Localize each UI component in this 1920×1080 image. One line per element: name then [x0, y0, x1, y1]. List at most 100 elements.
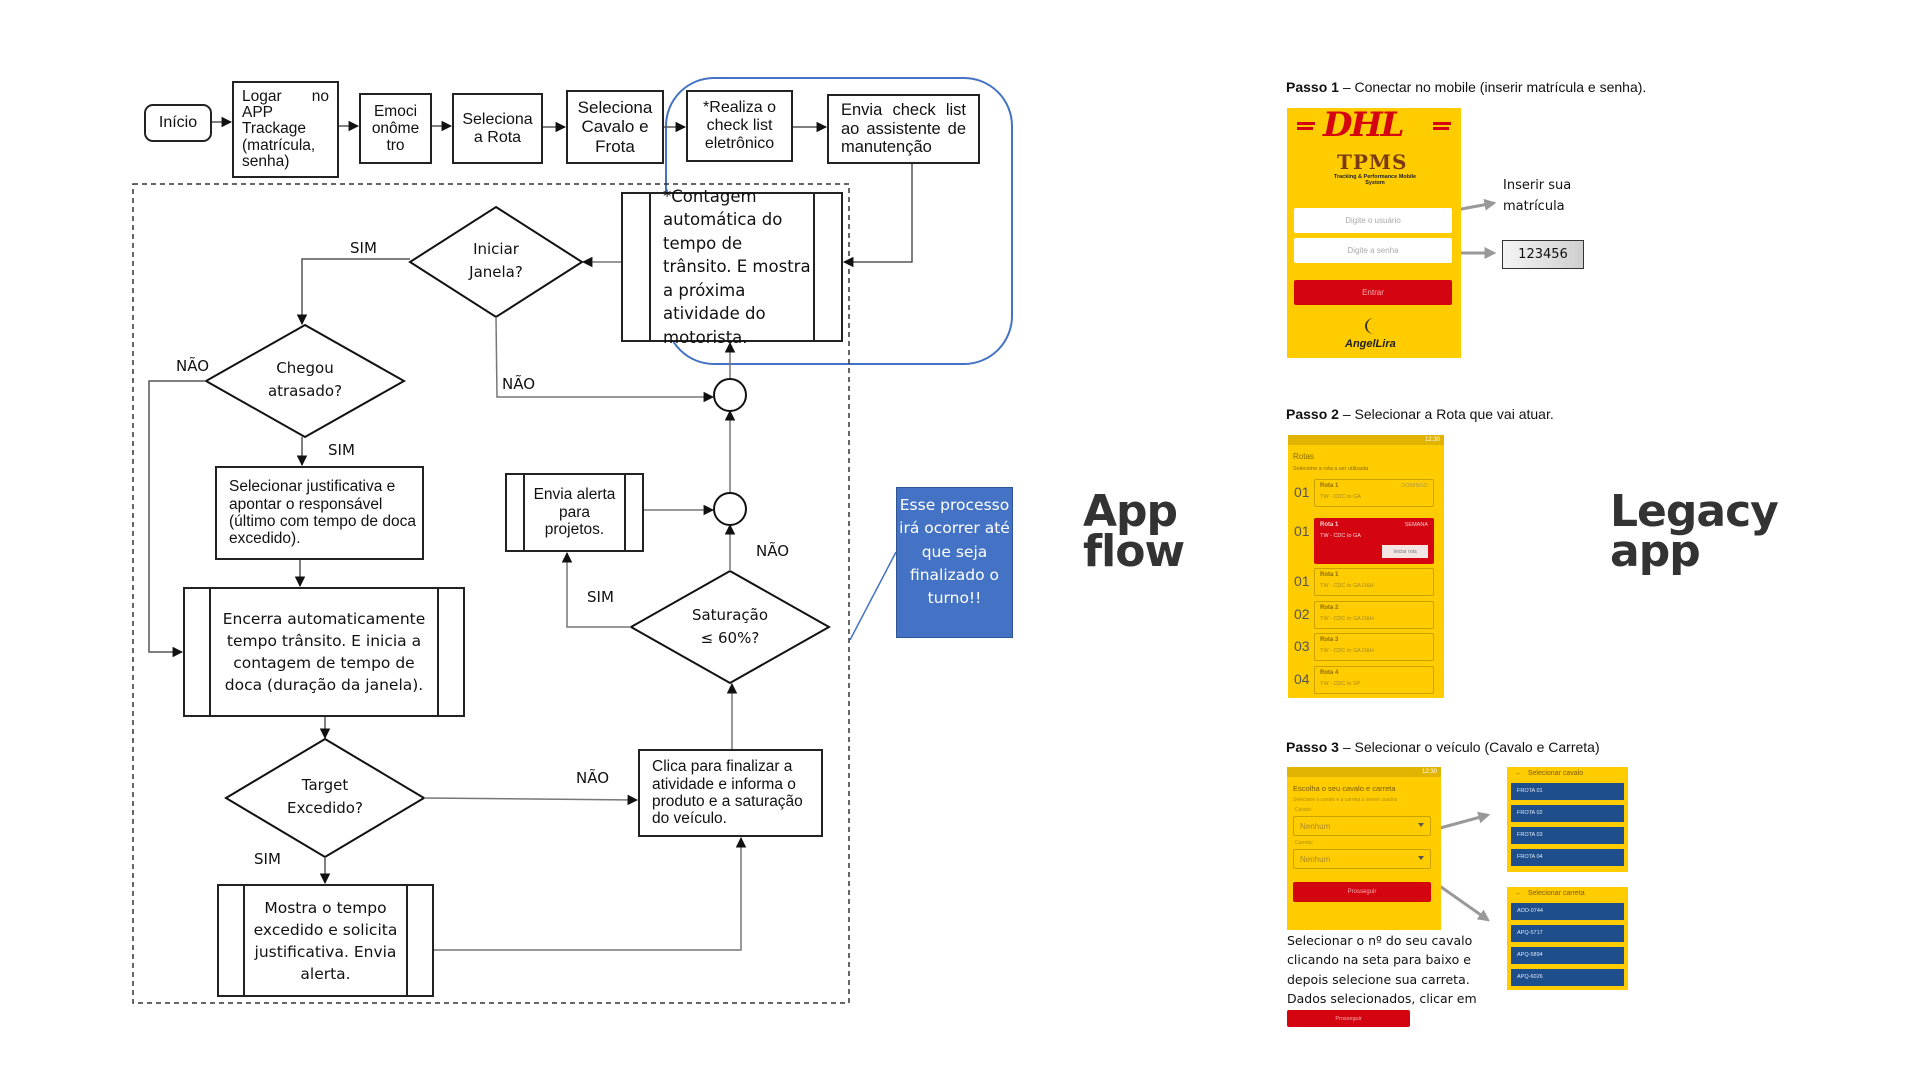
route-number: 01: [1294, 484, 1310, 500]
edge-label-saturation-no: NÃO: [756, 542, 790, 560]
carreta-list-item[interactable]: APQ-5717: [1511, 925, 1624, 942]
cavalo-list-item[interactable]: FROTA 04: [1511, 849, 1624, 866]
send-checklist-label: Envia check list ao assistente de manute…: [841, 101, 966, 157]
start-label: Início: [158, 114, 198, 132]
edge-label-saturation-yes: SIM: [587, 588, 614, 606]
carreta-value: Nenhum: [1300, 854, 1331, 864]
start-node: Início: [144, 104, 212, 142]
inline-proceed-button[interactable]: Prosseguir: [1287, 1010, 1410, 1027]
select-justification-node: Selecionar justificativa e apontar o res…: [215, 466, 424, 560]
step1-title-rest: – Conectar no mobile (inserir matrícula …: [1338, 79, 1647, 95]
login-node: Logar no APP Trackage (matrícula, senha): [232, 81, 339, 178]
route-name: Rota 1: [1320, 483, 1339, 489]
route-day: SEMANA: [1404, 522, 1428, 528]
callout-user-text: Inserir sua matrícula: [1503, 178, 1572, 214]
chevron-down-icon[interactable]: [1418, 856, 1424, 860]
send-alert-label: Envia alerta para projetos.: [533, 486, 616, 539]
routes-title: Rotas: [1293, 452, 1314, 461]
routes-subtitle: Selecione a rota a ser utilizada: [1293, 466, 1369, 472]
edge-label-target-yes: SIM: [254, 850, 281, 868]
carreta-label: Carreta:: [1295, 840, 1314, 846]
route-number: 01: [1294, 523, 1310, 539]
route-day: DOMINGO: [1401, 483, 1428, 489]
loop-note: Esse processo irá ocorrer até que seja f…: [896, 487, 1013, 638]
proceed-button[interactable]: Prosseguir: [1293, 882, 1431, 902]
step3-instructions: Selecionar o nº do seu cavalo clicando n…: [1287, 933, 1477, 1007]
status-bar: 12:30: [1288, 435, 1444, 445]
emotion-meter-label: Emoci onôme tro: [371, 102, 420, 155]
route-desc: TW - CDC to GA D&H: [1320, 648, 1374, 654]
edge-target-no: [423, 794, 639, 806]
carreta-list-item[interactable]: APQ-5894: [1511, 947, 1624, 964]
transit-count-label: *Contagem automática do tempo de trânsit…: [663, 187, 811, 347]
carreta-list-item[interactable]: APQ-6026: [1511, 969, 1624, 986]
vehicle-title: Escolha o seu cavalo e carreta: [1293, 784, 1396, 793]
cavalo-list-item[interactable]: FROTA 03: [1511, 827, 1624, 844]
step1-title-bold: Passo 1: [1286, 79, 1339, 95]
carreta-select[interactable]: Nenhum: [1293, 849, 1431, 869]
arrived-late-label: Chegou atrasado?: [267, 359, 343, 401]
end-transit-node: Encerra automaticamente tempo trânsito. …: [183, 587, 465, 717]
send-checklist-node: Envia check list ao assistente de manute…: [827, 94, 980, 164]
select-route-node: Seleciona a Rota: [452, 93, 543, 164]
tpms-logo: TPMS: [1337, 150, 1408, 174]
edge-exceeded-finish: [434, 836, 747, 951]
note-connector: [849, 551, 897, 641]
select-justification-label: Selecionar justificativa e apontar o res…: [229, 478, 416, 548]
transit-count-node: *Contagem automática do tempo de trânsit…: [621, 187, 843, 347]
step2-title-rest: – Selecionar a Rota que vai atuar.: [1338, 406, 1554, 422]
status-time: 12:30: [1424, 437, 1440, 443]
route-card[interactable]: Rota 2 TW - CDC to GA D&H: [1314, 601, 1434, 629]
start-route-button[interactable]: Iniciar rota: [1382, 545, 1428, 558]
select-vehicle-node: Seleciona Cavalo e Frota: [566, 90, 664, 164]
checklist-node: *Realiza o check list eletrônico: [686, 90, 793, 162]
route-name: Rota 2: [1320, 605, 1339, 611]
status-time: 12:30: [1421, 769, 1437, 775]
finish-activity-node: Clica para finalizar a atividade e infor…: [638, 749, 823, 837]
password-example: 123456: [1502, 240, 1584, 269]
password-input[interactable]: Digite a senha: [1294, 238, 1452, 263]
finish-activity-label: Clica para finalizar a atividade e infor…: [652, 758, 803, 828]
user-input[interactable]: Digite o usuário: [1294, 208, 1452, 233]
select-vehicle-label: Seleciona Cavalo e Frota: [577, 98, 653, 156]
route-number: 01: [1294, 573, 1310, 589]
route-desc: TW - CDC to GA: [1320, 494, 1361, 500]
cavalo-list-item[interactable]: FROTA 01: [1511, 783, 1624, 800]
route-desc: TW - CDC to GA D&H: [1320, 616, 1374, 622]
select-route-label: Seleciona a Rota: [462, 110, 533, 146]
carreta-list-header: ← Selecionar carreta: [1515, 890, 1585, 897]
chevron-down-icon[interactable]: [1418, 823, 1424, 827]
back-arrow-icon[interactable]: ←: [1515, 890, 1528, 897]
emotion-meter-node: Emoci onôme tro: [359, 93, 432, 164]
step2-title: Passo 2 – Selecionar a Rota que vai atua…: [1286, 406, 1554, 422]
login-screen: DHL TPMS Tracking & Performance Mobile S…: [1287, 108, 1461, 358]
merge-circle-top: [713, 378, 747, 412]
cavalo-select[interactable]: Nenhum: [1293, 816, 1431, 836]
show-exceeded-label: Mostra o tempo excedido e solicita justi…: [253, 898, 398, 983]
login-button[interactable]: Entrar: [1294, 280, 1452, 305]
edge-window-no: [495, 316, 715, 403]
start-window-label: Iniciar Janela?: [469, 240, 523, 282]
carreta-list-item[interactable]: AOD-0744: [1511, 903, 1624, 920]
cavalo-list-item[interactable]: FROTA 02: [1511, 805, 1624, 822]
route-number: 04: [1294, 671, 1310, 687]
route-number: 03: [1294, 638, 1310, 654]
edge-label-late-yes: SIM: [328, 441, 355, 459]
route-card[interactable]: Rota 1 TW - CDC to GA DOMINGO: [1314, 479, 1434, 507]
app-flow-heading: App flow: [1083, 486, 1185, 577]
edge-saturation-yes: [561, 551, 631, 628]
tpms-subtitle: Tracking & Performance Mobile System: [1333, 174, 1417, 187]
cavalo-value: Nenhum: [1300, 821, 1331, 831]
diamond-arrived-late: [203, 323, 407, 439]
route-name: Rota 1: [1320, 522, 1339, 528]
back-arrow-icon[interactable]: ←: [1515, 770, 1528, 777]
vehicle-subtitle: Selecione o cavalo e a carreta a serem u…: [1293, 797, 1398, 803]
edge-label-target-no: NÃO: [576, 769, 610, 787]
routes-screen: 12:30 Rotas Selecione a rota a ser utili…: [1288, 435, 1444, 698]
